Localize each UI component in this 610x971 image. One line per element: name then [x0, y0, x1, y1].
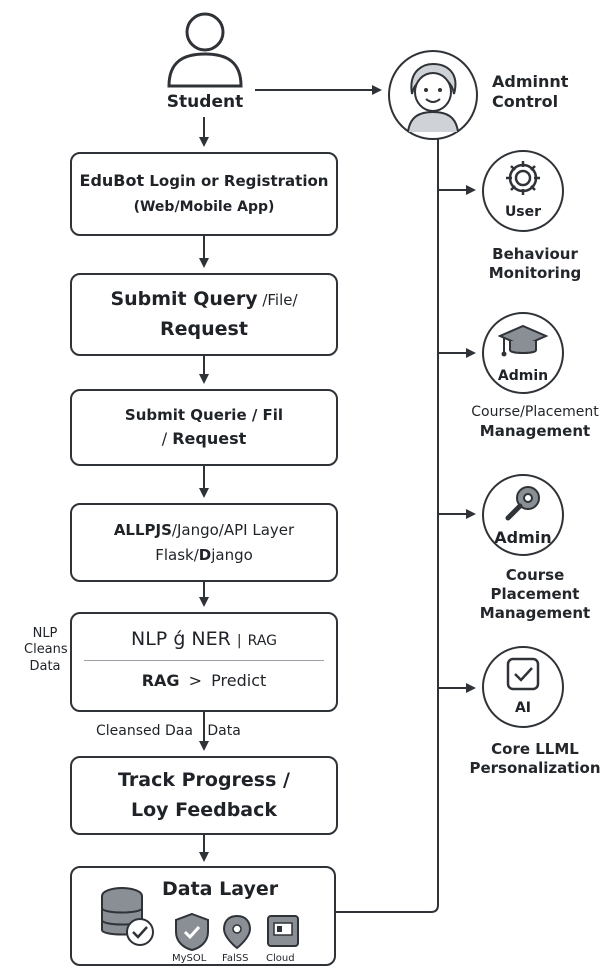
- module-user-label: Behaviour Monitoring: [488, 245, 582, 282]
- checkbox-icon: [506, 657, 540, 691]
- wrench-icon: [505, 486, 540, 521]
- admin-spine: [336, 130, 439, 913]
- database-icon: [100, 886, 158, 952]
- graduation-cap-icon: [498, 324, 548, 357]
- module-admin-circle-2: Admin: [482, 474, 564, 556]
- cleansed-data-label: Cleansed Daa Data: [96, 723, 241, 739]
- submit-query-box: Submit Query /File/ Request: [70, 273, 338, 356]
- shield-check-icon: [172, 912, 212, 956]
- nlp-ner-rag-box: NLP ǵ NER | RAG RAG > Predict: [70, 612, 338, 712]
- module-user-circle: User: [482, 150, 564, 232]
- module-ai-label: Core LLML Personalization: [469, 740, 601, 777]
- module-admin-circle-1: Admin: [482, 312, 564, 394]
- api-layer-box: ALLPJS/Jango/API Layer Flask/Django: [70, 503, 338, 582]
- student-label: Student: [166, 92, 244, 112]
- track-progress-box: Track Progress / Loy Feedback: [70, 756, 338, 835]
- module-admin-label-2: Course Placement Management: [479, 566, 591, 622]
- data-layer-box: Data Layer MySOL FalSS Cloud: [70, 866, 336, 966]
- submit-querie-box: Submit Querie / Fil / Request: [70, 389, 338, 466]
- edubot-brand: EduBot: [79, 171, 145, 191]
- nlp-side-note: NLP Cleans Data: [24, 626, 68, 674]
- map-pin-icon: [222, 914, 252, 954]
- gear-icon: [506, 161, 540, 195]
- student-icon: [165, 8, 245, 88]
- admin-control-label: Adminnt Control: [492, 72, 569, 111]
- login-box: EduBot Login or Registration (Web/Mobile…: [70, 152, 338, 236]
- module-ai-circle: AI: [482, 646, 564, 728]
- nlp-divider: [84, 660, 324, 661]
- nlp-glyph-icon: ǵ: [173, 628, 186, 650]
- cloud-server-icon: [266, 914, 300, 952]
- admin-avatar: [388, 50, 478, 140]
- module-admin-label-1: Course/Placement Management: [471, 404, 599, 440]
